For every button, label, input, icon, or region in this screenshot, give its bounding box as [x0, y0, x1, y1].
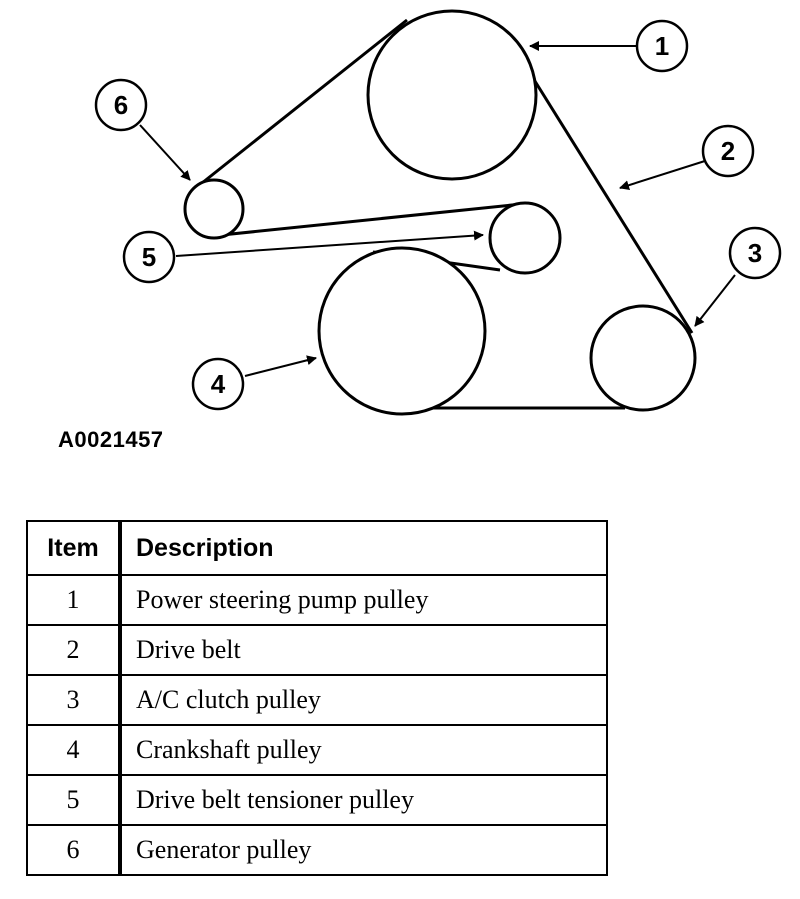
figure-id: A0021457 — [58, 427, 164, 452]
belt-span-6-5 — [211, 202, 523, 238]
crankshaft-pulley — [317, 246, 487, 416]
belt-routing-diagram: 1 2 3 4 5 6 — [94, 9, 782, 416]
table-row: 5 Drive belt tensioner pulley — [26, 774, 608, 826]
callout-3: 3 — [728, 226, 782, 280]
leader-3 — [694, 274, 736, 327]
belt-span-1-3 — [526, 69, 694, 334]
table-row: 2 Drive belt — [26, 624, 608, 676]
callout-4-label: 4 — [211, 369, 226, 399]
callout-6-label: 6 — [114, 90, 128, 120]
header-item: Item — [26, 520, 122, 576]
row-description: Power steering pump pulley — [119, 574, 608, 626]
leader-6 — [139, 124, 191, 181]
tensioner-pulley — [488, 201, 562, 275]
table-row: 1 Power steering pump pulley — [26, 574, 608, 626]
power-steering-pump-pulley — [366, 9, 538, 181]
leader-4 — [244, 355, 317, 377]
table-row: 3 A/C clutch pulley — [26, 674, 608, 726]
callout-1: 1 — [635, 19, 689, 73]
callout-5-label: 5 — [142, 242, 156, 272]
generator-pulley — [183, 178, 245, 240]
table-header-row: Item Description — [26, 520, 608, 576]
row-description: Drive belt — [119, 624, 608, 676]
leader-2 — [619, 159, 709, 191]
legend-table: Item Description 1 Power steering pump p… — [26, 520, 608, 876]
callout-2-label: 2 — [721, 136, 735, 166]
row-description: Drive belt tensioner pulley — [119, 774, 608, 826]
row-item-number: 4 — [26, 724, 122, 776]
row-item-number: 3 — [26, 674, 122, 726]
ac-clutch-pulley — [589, 304, 697, 412]
callout-6: 6 — [94, 78, 148, 132]
belt-span-1-6 — [196, 18, 408, 189]
table-row: 6 Generator pulley — [26, 824, 608, 876]
callout-5: 5 — [122, 230, 176, 284]
row-item-number: 6 — [26, 824, 122, 876]
row-item-number: 2 — [26, 624, 122, 676]
callout-1-label: 1 — [655, 31, 669, 61]
callout-4: 4 — [191, 357, 245, 411]
callout-2: 2 — [701, 124, 755, 178]
row-description: Crankshaft pulley — [119, 724, 608, 776]
leader-5 — [175, 230, 484, 257]
row-description: A/C clutch pulley — [119, 674, 608, 726]
row-item-number: 5 — [26, 774, 122, 826]
table-row: 4 Crankshaft pulley — [26, 724, 608, 776]
header-description: Description — [119, 520, 608, 576]
row-item-number: 1 — [26, 574, 122, 626]
row-description: Generator pulley — [119, 824, 608, 876]
callout-3-label: 3 — [748, 238, 762, 268]
